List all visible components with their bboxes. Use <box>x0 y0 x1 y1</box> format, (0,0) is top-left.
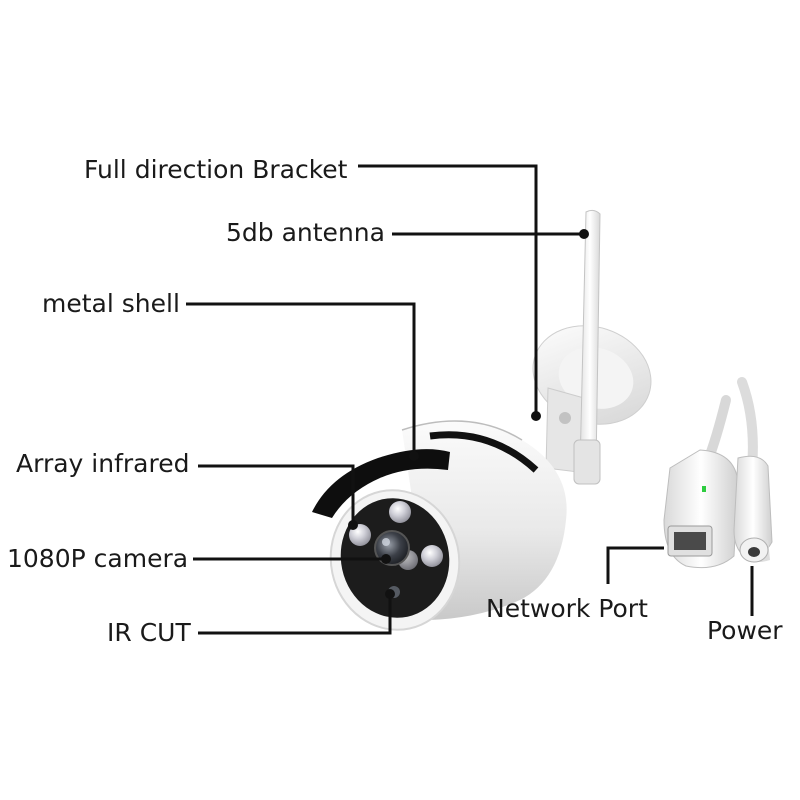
leader-array-infrared <box>198 464 355 524</box>
label-power: Power <box>707 616 783 645</box>
leader-bracket <box>358 164 538 414</box>
label-metal-shell: metal shell <box>42 289 180 318</box>
antenna <box>573 209 601 485</box>
camera-body <box>312 420 567 631</box>
leader-network-port <box>606 546 664 584</box>
label-5db-antenna: 5db antenna <box>226 218 385 247</box>
cables <box>663 377 773 569</box>
leader-dots <box>348 229 589 599</box>
label-full-direction-bracket: Full direction Bracket <box>84 155 348 184</box>
status-led-icon <box>702 486 706 492</box>
label-array-infrared: Array infrared <box>16 449 190 478</box>
label-ir-cut: IR CUT <box>107 618 191 647</box>
leader-ir-cut <box>198 596 392 635</box>
leader-shell <box>186 302 416 456</box>
leader-lines <box>186 164 754 635</box>
label-1080p-camera: 1080P camera <box>7 544 189 573</box>
label-network-port: Network Port <box>486 594 648 623</box>
